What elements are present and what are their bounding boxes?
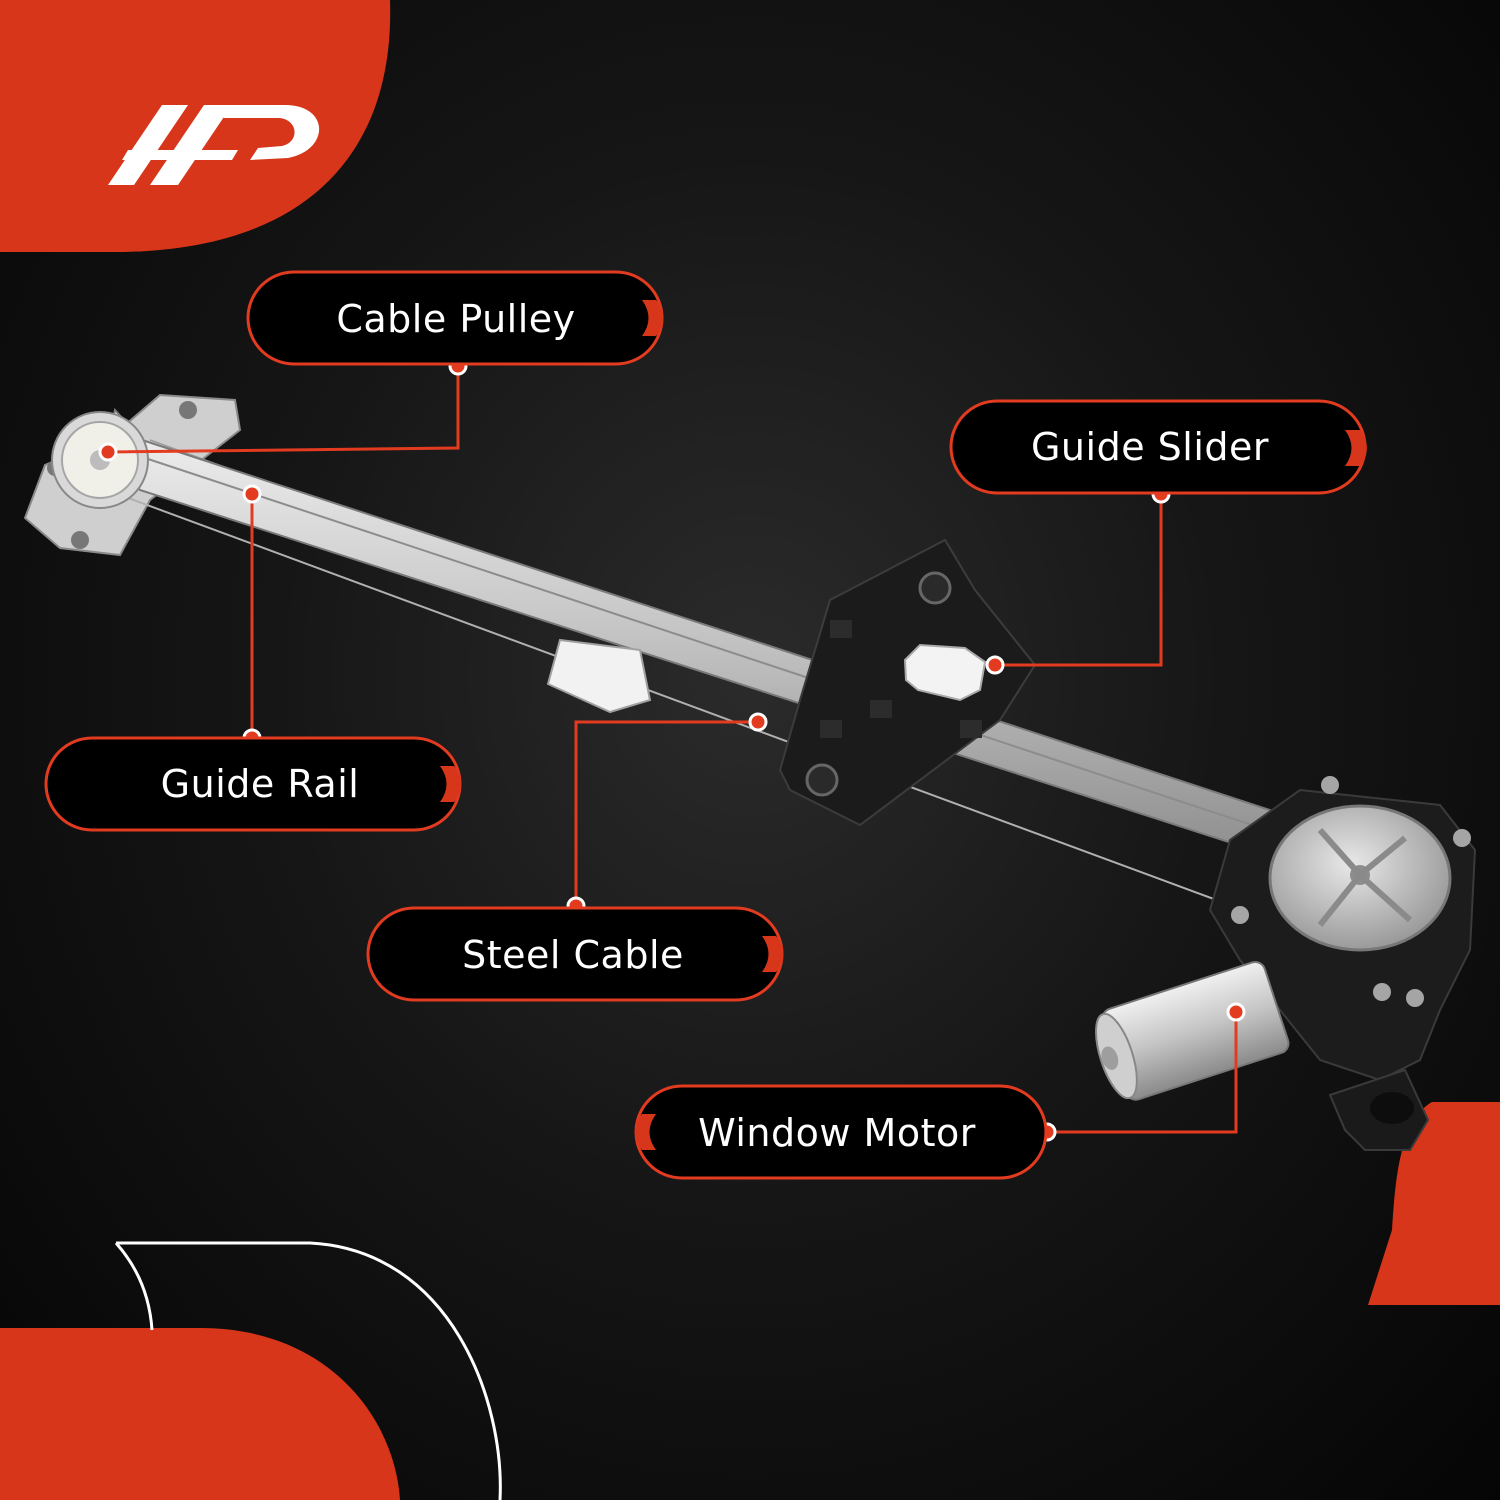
callout-label-guide-rail: Guide Rail <box>161 762 360 806</box>
dot-guide-slider-part <box>985 655 1005 675</box>
callout-cable-pulley: Cable Pulley <box>246 270 664 366</box>
callout-label-guide-slider: Guide Slider <box>1031 425 1269 469</box>
corner-decoration-bottom-left <box>0 1241 502 1500</box>
callout-window-motor: Window Motor <box>634 1084 1048 1180</box>
a-premium-logo-icon <box>108 105 320 185</box>
dot-guide-rail-part <box>242 484 262 504</box>
callout-steel-cable: Steel Cable <box>366 906 784 1002</box>
dot-steel-cable-part <box>748 712 768 732</box>
callout-label-steel-cable: Steel Cable <box>462 933 684 977</box>
dot-window-motor-part <box>1226 1002 1246 1022</box>
callout-label-cable-pulley: Cable Pulley <box>336 297 575 341</box>
callout-guide-slider: Guide Slider <box>949 399 1367 495</box>
dot-cable-pulley-part <box>98 442 118 462</box>
brand-logo <box>108 105 320 185</box>
leader-line-guide-slider <box>995 494 1163 667</box>
window-regulator-with-motor-icon <box>23 393 1477 1151</box>
leader-line-steel-cable <box>574 720 758 906</box>
leader-lines <box>107 366 1238 1134</box>
callout-label-window-motor: Window Motor <box>698 1111 976 1155</box>
corner-decoration-right <box>1368 1102 1500 1305</box>
callout-guide-rail: Guide Rail <box>44 736 462 832</box>
leader-line-cable-pulley <box>107 366 460 454</box>
leader-line-window-motor <box>1047 1012 1238 1134</box>
